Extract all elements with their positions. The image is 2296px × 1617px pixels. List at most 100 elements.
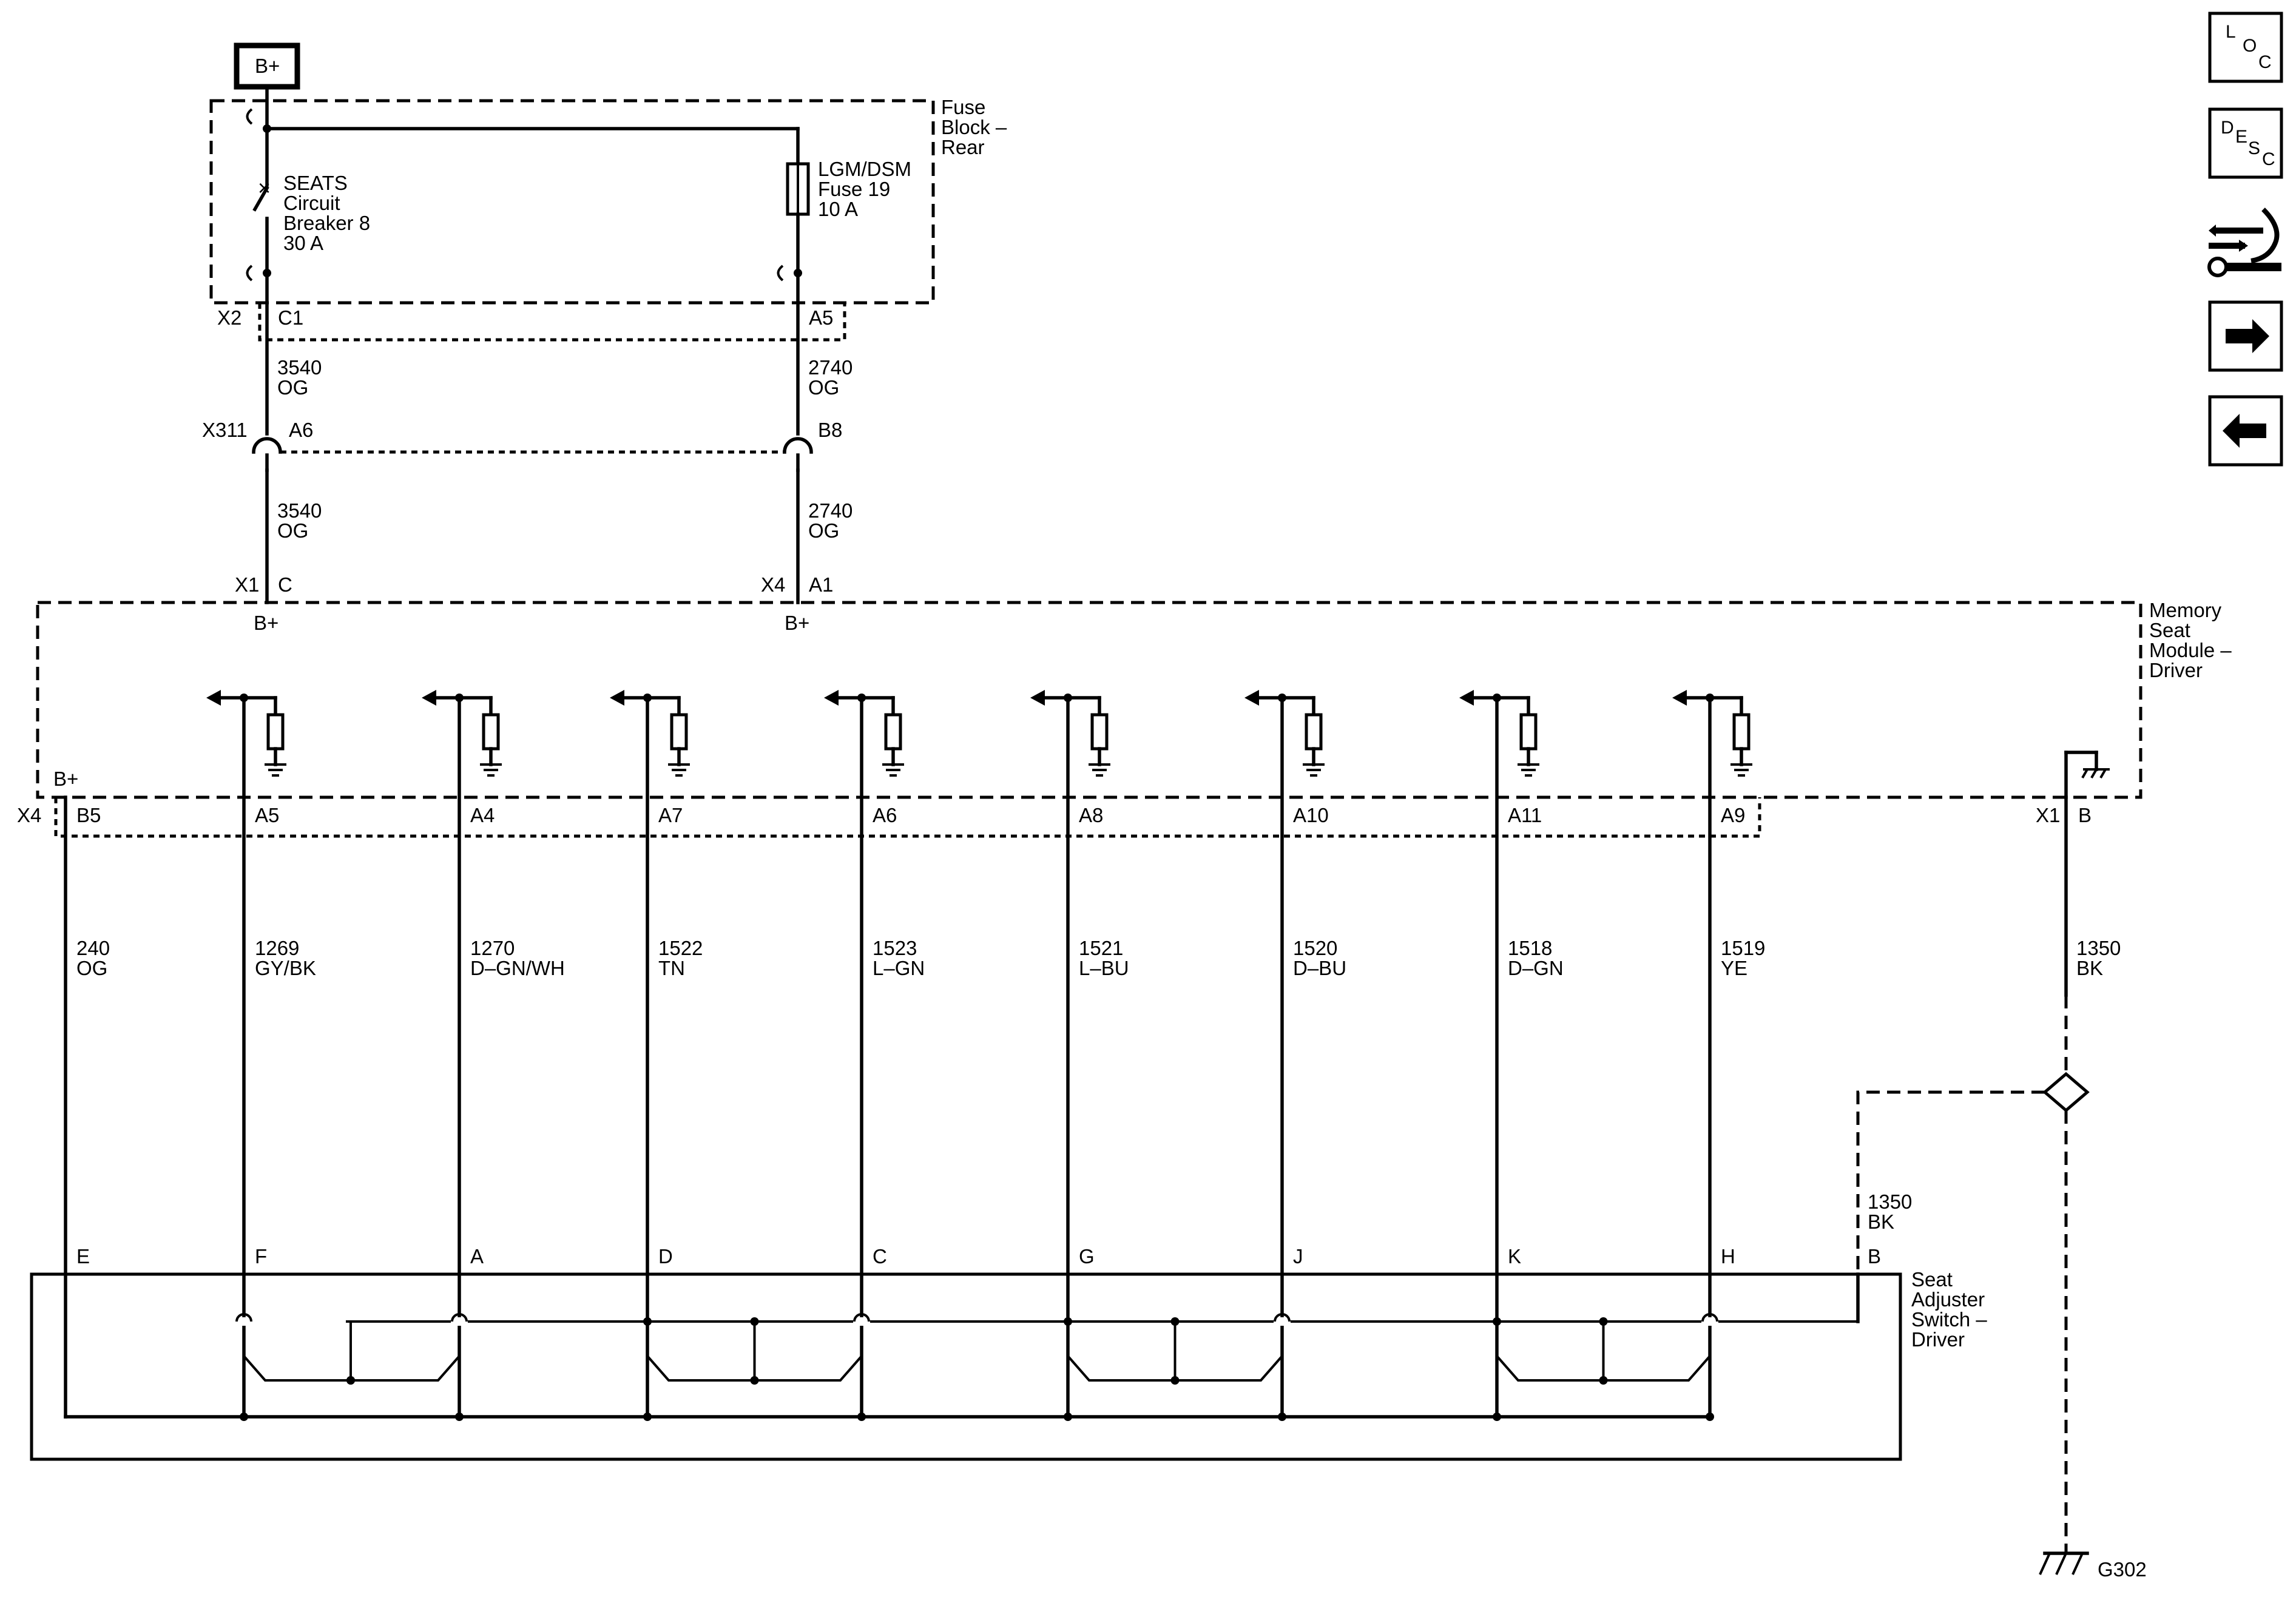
output-driver xyxy=(206,690,286,777)
switch-pin-label: H xyxy=(1721,1245,1735,1268)
arrow-left-icon xyxy=(824,690,839,706)
nav-button-letter: O xyxy=(2243,36,2257,56)
arrow-left-icon xyxy=(2223,414,2266,448)
resistor-icon xyxy=(482,713,500,751)
resistor-icon xyxy=(1732,713,1751,751)
output-driver xyxy=(610,690,690,777)
switch-pin-label: C xyxy=(873,1245,887,1268)
module-pin-label: A7 xyxy=(658,804,683,826)
switch-pin-b: B xyxy=(1868,1245,1881,1268)
arrow-left-icon xyxy=(1459,690,1474,706)
resistor-icon xyxy=(266,713,285,751)
module-pin-label: A11 xyxy=(1508,804,1542,826)
module-pin-label: A5 xyxy=(255,804,279,826)
arrow-left-icon xyxy=(1030,690,1045,706)
next-button[interactable] xyxy=(2208,300,2283,372)
nav-button-letter: D xyxy=(2221,118,2234,138)
x2-pin-a5: A5 xyxy=(809,306,833,329)
prev-button[interactable] xyxy=(2208,395,2283,467)
resistor-icon xyxy=(1519,713,1538,751)
resistor-icon xyxy=(1305,713,1323,751)
seat-adjuster-switch-outline xyxy=(30,1272,1902,1461)
switch-contact-pair xyxy=(235,1313,468,1385)
switch-contact-pair xyxy=(1064,1313,1291,1385)
switch-pin-label: F xyxy=(255,1245,267,1268)
module-output-drivers xyxy=(206,690,1752,777)
output-driver xyxy=(824,690,904,777)
nav-button-letter: C xyxy=(2262,149,2275,169)
nav-button-letter: L xyxy=(2226,22,2236,42)
module-ground-icon xyxy=(2081,768,2110,778)
switch-contact-pair xyxy=(643,1313,870,1385)
x311-pin-a6: A6 xyxy=(289,419,313,441)
output-driver xyxy=(1244,690,1325,777)
nav-button-letter: E xyxy=(2235,127,2247,147)
module-ground-pin-b: B xyxy=(2078,804,2092,826)
module-x1-label: X1 xyxy=(235,573,259,596)
switch-contact-pair xyxy=(1493,1313,1718,1385)
arrow-left-icon xyxy=(610,690,624,706)
module-pin-label: A4 xyxy=(470,804,495,826)
switch-pin-label: A xyxy=(470,1245,484,1268)
module-ground-x1-label: X1 xyxy=(2036,804,2060,826)
module-x4-label: X4 xyxy=(761,573,785,596)
module-pin-label: A6 xyxy=(873,804,897,826)
switch-pin-label: G xyxy=(1079,1245,1095,1268)
x2-connector-label: X2 xyxy=(217,306,241,329)
x2-pin-c1: C1 xyxy=(278,306,303,329)
breaker-mark-icon: × xyxy=(258,175,271,200)
module-bplus-left: B+ xyxy=(254,612,279,634)
output-driver xyxy=(1459,690,1539,777)
module-bplus-right: B+ xyxy=(785,612,809,634)
x311-connector-label: X311 xyxy=(202,419,248,441)
module-out-bplus: B+ xyxy=(53,768,78,790)
switch-pin-label: E xyxy=(76,1245,90,1268)
switch-pin-label: K xyxy=(1508,1245,1521,1268)
output-driver xyxy=(1672,690,1752,777)
nav-button-letter: C xyxy=(2258,52,2272,72)
ground-splice xyxy=(2042,1072,2090,1113)
output-driver xyxy=(422,690,502,777)
connector-button[interactable] xyxy=(2207,208,2281,277)
output-driver xyxy=(1030,690,1110,777)
module-pin-label: A9 xyxy=(1721,804,1745,826)
module-x4-pin-a1: A1 xyxy=(809,573,833,596)
module-pin-label: A8 xyxy=(1079,804,1103,826)
module-pin-label: A10 xyxy=(1293,804,1329,826)
arrow-left-icon xyxy=(1672,690,1687,706)
arrow-left-icon xyxy=(206,690,221,706)
loc-button[interactable]: LOC xyxy=(2208,12,2283,83)
switch-pin-label: J xyxy=(1293,1245,1303,1268)
nav-button-letter: S xyxy=(2248,138,2260,158)
memory-seat-module-outline xyxy=(36,601,2142,799)
module-x1-pin-c: C xyxy=(278,573,292,596)
arrow-left-icon xyxy=(1244,690,1259,706)
g302-label: G302 xyxy=(2098,1558,2147,1581)
resistor-icon xyxy=(884,713,902,751)
battery-source-label: B+ xyxy=(255,55,280,77)
arrow-right-icon xyxy=(2226,319,2269,353)
